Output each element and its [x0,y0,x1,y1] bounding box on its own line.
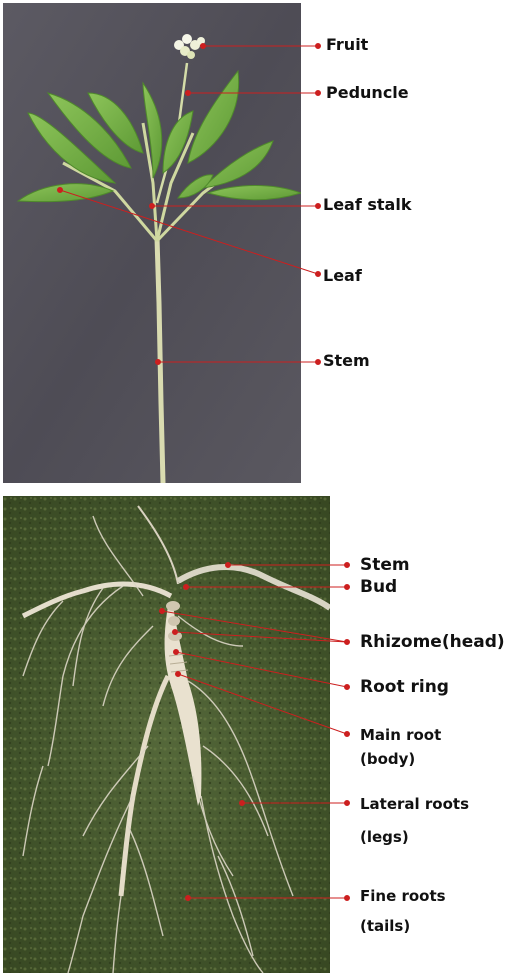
label-fine-roots: Fine roots [360,888,446,905]
dark-cloth-background [3,3,301,483]
label-leaf: Leaf [323,267,362,285]
root-illustration [3,496,330,973]
root-photo [3,496,330,973]
label-main-root: Main root [360,727,441,744]
label-leaf-stalk: Leaf stalk [323,196,411,214]
rhizome-head [166,601,182,641]
label-lateral-roots-legs: (legs) [360,829,409,846]
label-fine-roots-tails: (tails) [360,918,410,935]
label-root-ring: Root ring [360,678,449,698]
label-main-root-body: (body) [360,751,415,768]
label-stem: Stem [323,352,370,370]
label-lateral-roots: Lateral roots [360,796,469,813]
label-root-stem: Stem [360,556,410,576]
label-rhizome: Rhizome(head) [360,633,505,653]
label-fruit: Fruit [326,36,368,54]
label-bud: Bud [360,578,397,598]
label-peduncle: Peduncle [326,84,409,102]
aerial-plant-photo [3,3,301,483]
aerial-plant-illustration [3,3,301,483]
